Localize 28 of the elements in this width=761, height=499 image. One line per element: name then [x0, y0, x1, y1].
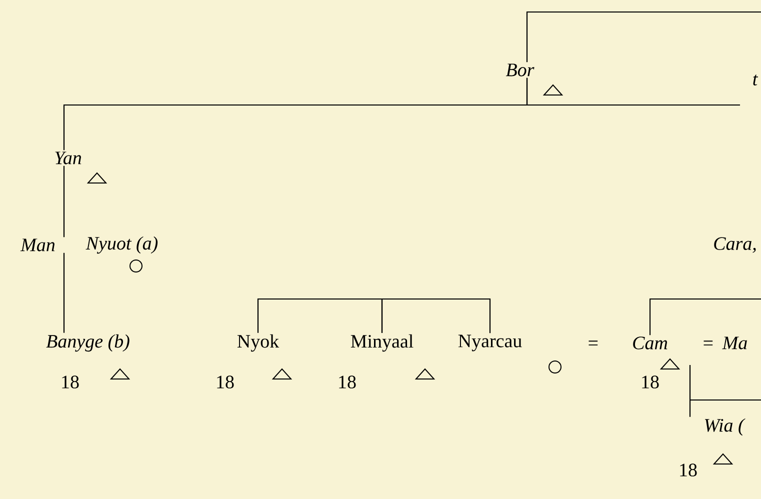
generation-number: 18 [62, 376, 79, 388]
person-name: Man [20, 238, 55, 252]
person-name: Bor [506, 64, 534, 76]
generation-number: 18 [680, 464, 697, 476]
label-text: t [753, 74, 758, 86]
generation-number: 18 [217, 376, 234, 388]
person-name: Nyuot (a) [86, 236, 158, 254]
person-name: Cam [633, 336, 668, 350]
person-name: Yan [55, 152, 82, 164]
descent-line [649, 298, 761, 336]
person-name: Nyok [237, 334, 280, 352]
person-name: Wia ( [704, 418, 746, 436]
person-name: Banyge (b) [46, 334, 130, 352]
label-text: = [588, 340, 598, 346]
generation-number: 18 [339, 376, 356, 388]
descent-line [381, 298, 491, 334]
descent-line [63, 252, 65, 333]
label-text: = [704, 340, 713, 346]
generation-number: 18 [642, 376, 659, 388]
descent-line [689, 364, 761, 418]
person-name: Ma [722, 336, 747, 350]
label-text: Cara, [714, 237, 756, 253]
descent-line [526, 11, 761, 62]
person-name: Minyaal [350, 334, 414, 352]
descent-line [257, 298, 383, 333]
person-name: Nyarcau [458, 334, 522, 352]
descent-line [63, 166, 65, 238]
descent-line [526, 78, 740, 106]
